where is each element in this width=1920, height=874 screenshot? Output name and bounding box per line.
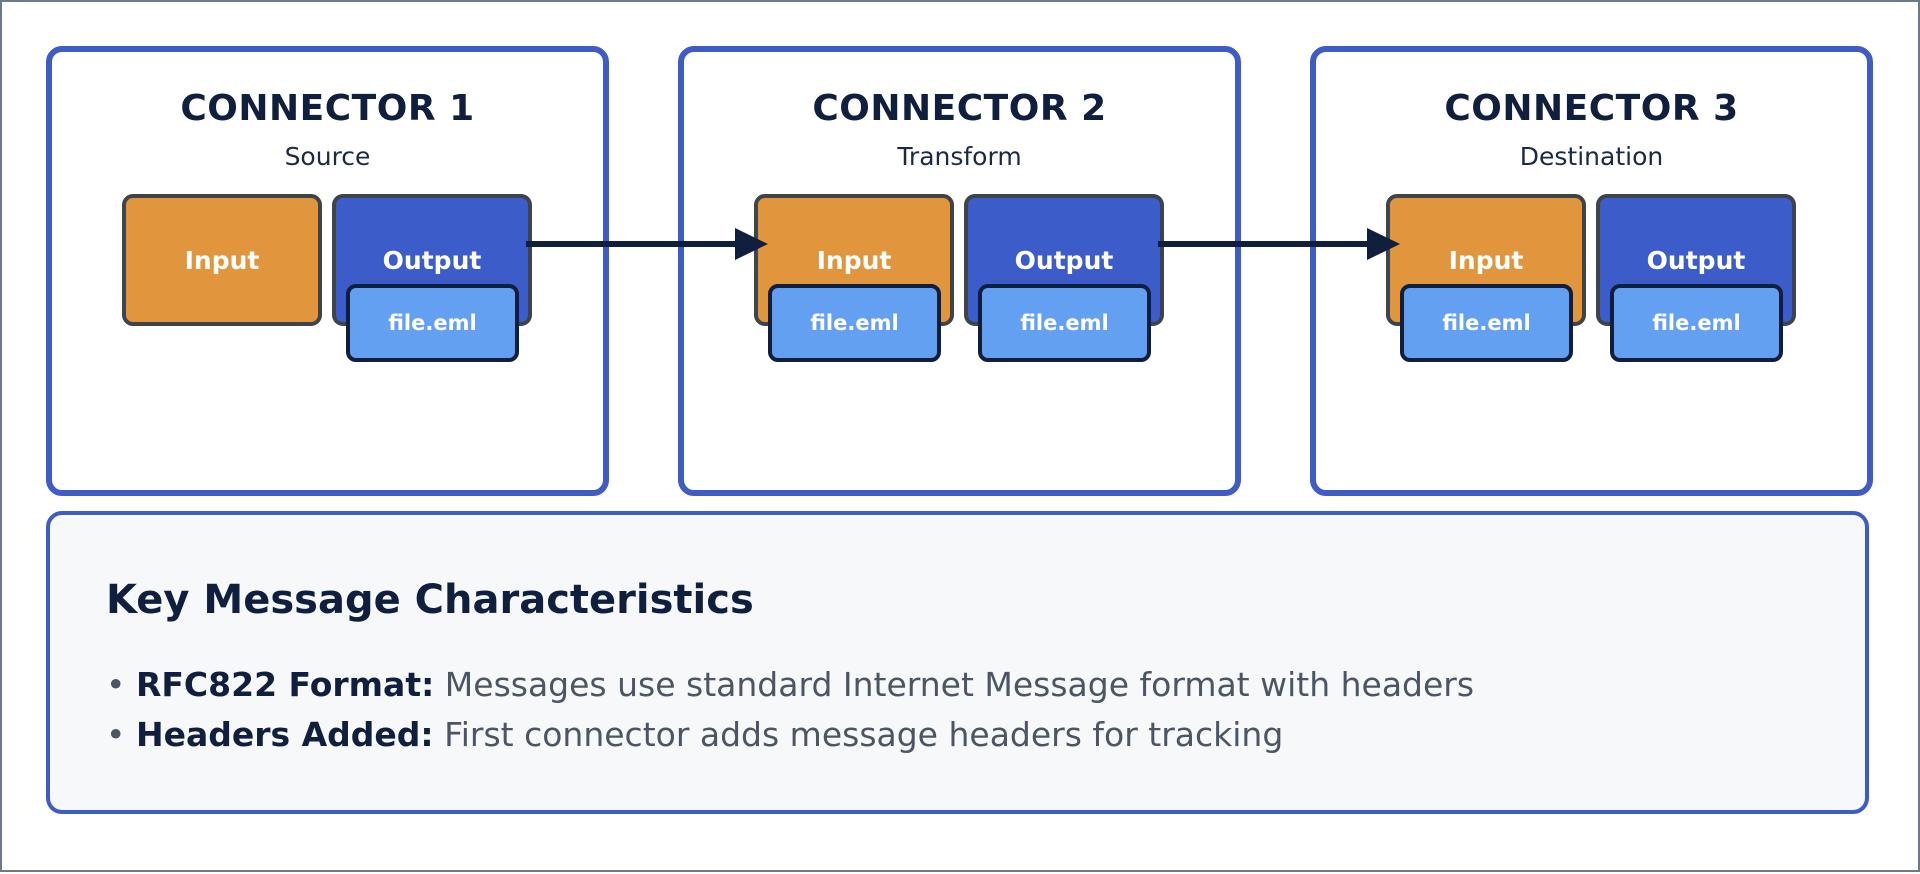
bullet-text: First connector adds message headers for… [444, 715, 1284, 754]
output-label: Output [382, 246, 482, 275]
connector-title: CONNECTOR 1 [180, 88, 475, 129]
connector-subtitle: Transform [897, 142, 1022, 171]
connector-1: CONNECTOR 1 Source Input Output file.eml [46, 46, 609, 496]
connector-title: CONNECTOR 2 [812, 88, 1107, 129]
output-file: file.eml [978, 284, 1151, 362]
bullet-term: RFC822 Format: [135, 665, 435, 704]
connector-3: CONNECTOR 3 Destination Input file.eml O… [1310, 46, 1873, 496]
output-label: Output [1014, 246, 1114, 275]
input-box: Input [122, 194, 322, 326]
input-file: file.eml [1400, 284, 1573, 362]
output-file: file.eml [346, 284, 519, 362]
bullet-icon: • [106, 715, 136, 754]
connector-title: CONNECTOR 3 [1444, 88, 1739, 129]
bullet-term: Headers Added: [135, 715, 434, 754]
input-file: file.eml [768, 284, 941, 362]
input-label: Input [816, 246, 892, 275]
output-file: file.eml [1610, 284, 1783, 362]
connector-subtitle: Source [284, 142, 371, 171]
connector-subtitle: Destination [1519, 142, 1664, 171]
bullet-text: Messages use standard Internet Message f… [444, 665, 1475, 704]
input-label: Input [184, 246, 260, 275]
bullet-icon: • [106, 665, 136, 704]
panel-title: Key Message Characteristics [106, 577, 754, 623]
list-item: • Headers Added: First connector adds me… [106, 715, 1283, 754]
output-label: Output [1646, 246, 1746, 275]
input-label: Input [1448, 246, 1524, 275]
list-item: • RFC822 Format: Messages use standard I… [106, 665, 1474, 704]
characteristics-panel: Key Message Characteristics • RFC822 For… [46, 511, 1869, 814]
connector-2: CONNECTOR 2 Transform Input file.eml Out… [678, 46, 1241, 496]
